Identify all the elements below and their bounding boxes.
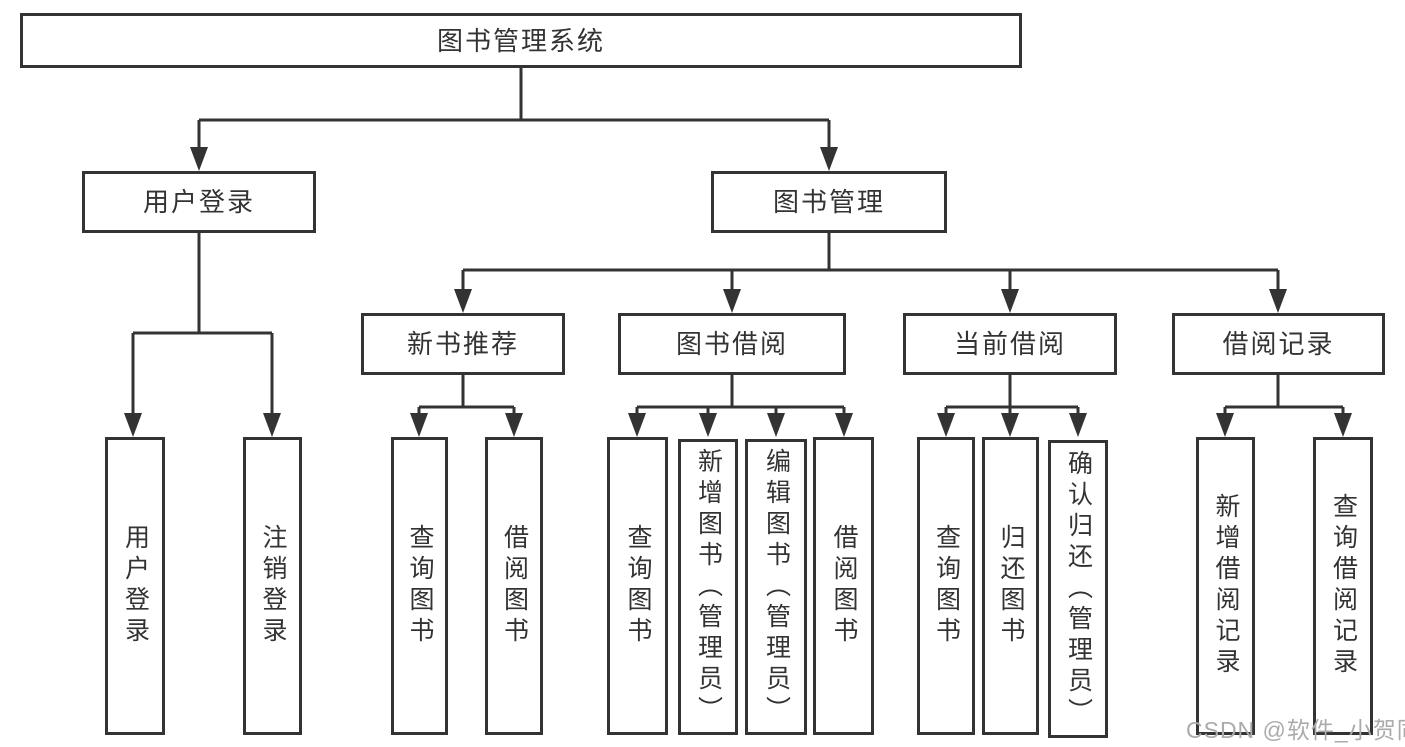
connector-current-borrow-fork xyxy=(944,375,1080,419)
arrowhead-icon xyxy=(505,413,523,437)
arrowhead-icon xyxy=(124,413,142,437)
leaf-confirm-return-admin-label: 确认归还（管理员） xyxy=(1064,449,1093,729)
arrowhead-icon xyxy=(410,413,428,437)
node-root: 图书管理系统 xyxy=(20,13,1022,68)
arrowhead-icon xyxy=(1216,413,1234,437)
leaf-query-books-1: 查询图书 xyxy=(391,437,448,735)
leaf-add-borrow-record-label: 新增借阅记录 xyxy=(1212,493,1240,679)
arrowhead-icon xyxy=(699,413,717,437)
leaf-return-book: 归还图书 xyxy=(982,437,1039,735)
node-borrow-records-label: 借阅记录 xyxy=(1222,329,1335,359)
arrowhead-icon xyxy=(628,413,646,437)
connector-book-borrow-fork xyxy=(635,375,846,419)
node-book-borrow-label: 图书借阅 xyxy=(675,329,788,359)
connector-root-fork xyxy=(197,68,831,150)
leaf-query-books-2-label: 查询图书 xyxy=(624,524,652,648)
leaf-edit-book-admin: 编辑图书（管理员） xyxy=(745,439,807,735)
leaf-query-books-3-label: 查询图书 xyxy=(932,524,961,648)
leaf-query-books-1-label: 查询图书 xyxy=(406,524,434,648)
connector-book-mgmt-fork xyxy=(461,233,1280,292)
leaf-query-books-3: 查询图书 xyxy=(917,437,975,735)
leaf-borrow-books-1-label: 借阅图书 xyxy=(500,524,529,648)
leaf-borrow-books-2: 借阅图书 xyxy=(813,437,874,735)
arrowhead-icon xyxy=(454,289,472,313)
node-book-management-label: 图书管理 xyxy=(772,187,885,217)
arrowhead-icon xyxy=(263,413,281,437)
leaf-borrow-books-1: 借阅图书 xyxy=(485,437,543,735)
node-book-management: 图书管理 xyxy=(711,171,947,233)
leaf-edit-book-admin-label: 编辑图书（管理员） xyxy=(762,447,791,727)
node-new-book-recommend: 新书推荐 xyxy=(361,313,565,375)
node-root-label: 图书管理系统 xyxy=(436,25,605,56)
arrowhead-icon xyxy=(1001,289,1019,313)
leaf-add-book-admin-label: 新增图书（管理员） xyxy=(694,447,723,727)
node-user-login-label: 用户登录 xyxy=(142,187,255,217)
connector-new-books-fork xyxy=(417,375,516,419)
leaf-add-borrow-record: 新增借阅记录 xyxy=(1196,437,1255,735)
arrowhead-icon xyxy=(1269,289,1287,313)
leaf-add-book-admin: 新增图书（管理员） xyxy=(678,439,738,735)
leaf-logout: 注销登录 xyxy=(243,437,302,735)
node-borrow-records: 借阅记录 xyxy=(1172,313,1385,375)
node-current-borrow: 当前借阅 xyxy=(903,313,1117,375)
arrowhead-icon xyxy=(723,289,741,313)
connector-user-login-fork xyxy=(131,233,274,419)
node-current-borrow-label: 当前借阅 xyxy=(953,329,1066,359)
arrowhead-icon xyxy=(820,147,838,171)
arrowhead-icon xyxy=(1334,413,1352,437)
leaf-user-login: 用户登录 xyxy=(105,437,165,735)
leaf-confirm-return-admin: 确认归还（管理员） xyxy=(1048,440,1108,738)
node-user-login: 用户登录 xyxy=(82,171,316,233)
arrowhead-icon xyxy=(767,413,785,437)
leaf-query-books-2: 查询图书 xyxy=(607,437,668,735)
leaf-logout-label: 注销登录 xyxy=(259,524,287,648)
leaf-return-book-label: 归还图书 xyxy=(997,524,1025,648)
leaf-query-borrow-record: 查询借阅记录 xyxy=(1313,437,1373,735)
leaf-query-borrow-record-label: 查询借阅记录 xyxy=(1329,493,1358,679)
arrowhead-icon xyxy=(1001,413,1019,437)
arrowhead-icon xyxy=(1069,413,1087,437)
leaf-borrow-books-2-label: 借阅图书 xyxy=(830,524,858,648)
arrowhead-icon xyxy=(190,147,208,171)
connector-borrow-records-fork xyxy=(1223,375,1345,419)
leaf-user-login-label: 用户登录 xyxy=(121,524,150,648)
node-book-borrow: 图书借阅 xyxy=(618,313,846,375)
node-new-book-recommend-label: 新书推荐 xyxy=(406,329,519,359)
watermark: CSDN @软件_小贺同学 xyxy=(1186,717,1405,743)
arrowhead-icon xyxy=(835,413,853,437)
arrowhead-icon xyxy=(937,413,955,437)
